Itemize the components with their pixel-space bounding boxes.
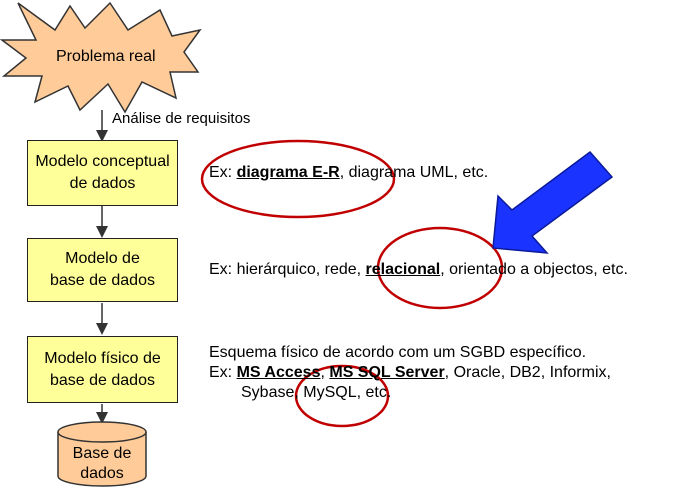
example-conceptual: Ex: diagrama E-R, diagrama UML, etc. xyxy=(209,164,488,182)
database-label-line1: Base de xyxy=(72,445,132,462)
example-physical-line3: Sybase, MySQL, etc. xyxy=(241,384,392,401)
example-conceptual-rest: , diagrama UML, etc. xyxy=(339,164,489,181)
box-modelo-fisico-line2: base de dados xyxy=(50,371,155,389)
box-modelo-base-dados: Modelo de base de dados xyxy=(27,238,178,302)
highlight-ellipse-er xyxy=(200,139,396,219)
box-modelo-conceptual: Modelo conceptual de dados xyxy=(27,140,178,206)
database-cylinder xyxy=(57,421,147,487)
example-logical-highlight: relacional xyxy=(365,261,441,278)
box-modelo-conceptual-line1: Modelo conceptual xyxy=(35,153,170,170)
example-physical-rest: , Oracle, DB2, Informix, xyxy=(444,364,611,381)
box-modelo-conceptual-line2: de dados xyxy=(69,175,136,192)
problema-real-star xyxy=(0,1,202,114)
example-physical-separator: , xyxy=(320,364,330,381)
highlight-ellipse-mysql xyxy=(294,364,390,428)
box-modelo-fisico-line1: Modelo físico de xyxy=(44,349,161,367)
example-physical-ms-sql-server: MS SQL Server xyxy=(329,364,445,381)
highlight-ellipse-relacional xyxy=(376,226,504,310)
example-logical-prefix: Ex: hierárquico, rede, xyxy=(209,261,366,278)
box-modelo-fisico: Modelo físico de base de dados xyxy=(27,336,178,403)
example-physical-prefix: Ex: xyxy=(209,364,237,381)
example-physical-line1: Esquema físico de acordo com um SGBD esp… xyxy=(209,344,587,361)
problema-real-label: Problema real xyxy=(56,48,156,65)
analise-requisitos-label: Análise de requisitos xyxy=(112,110,251,127)
example-logical: Ex: hierárquico, rede, relacional, orien… xyxy=(209,261,628,279)
example-logical-rest: , orientado a objectos, etc. xyxy=(440,261,628,278)
blue-pointer-arrow xyxy=(492,150,614,254)
box-modelo-base-dados-line1: Modelo de xyxy=(65,250,140,267)
box-modelo-base-dados-line2: base de dados xyxy=(50,272,155,289)
example-conceptual-highlight: diagrama E-R xyxy=(236,164,340,181)
example-conceptual-prefix: Ex: xyxy=(209,164,237,181)
example-physical-line2: Ex: MS Access, MS SQL Server, Oracle, DB… xyxy=(209,364,611,382)
database-label: Base de dados xyxy=(58,444,146,484)
example-physical-ms-access: MS Access xyxy=(236,364,321,381)
database-label-line2: dados xyxy=(80,465,124,482)
